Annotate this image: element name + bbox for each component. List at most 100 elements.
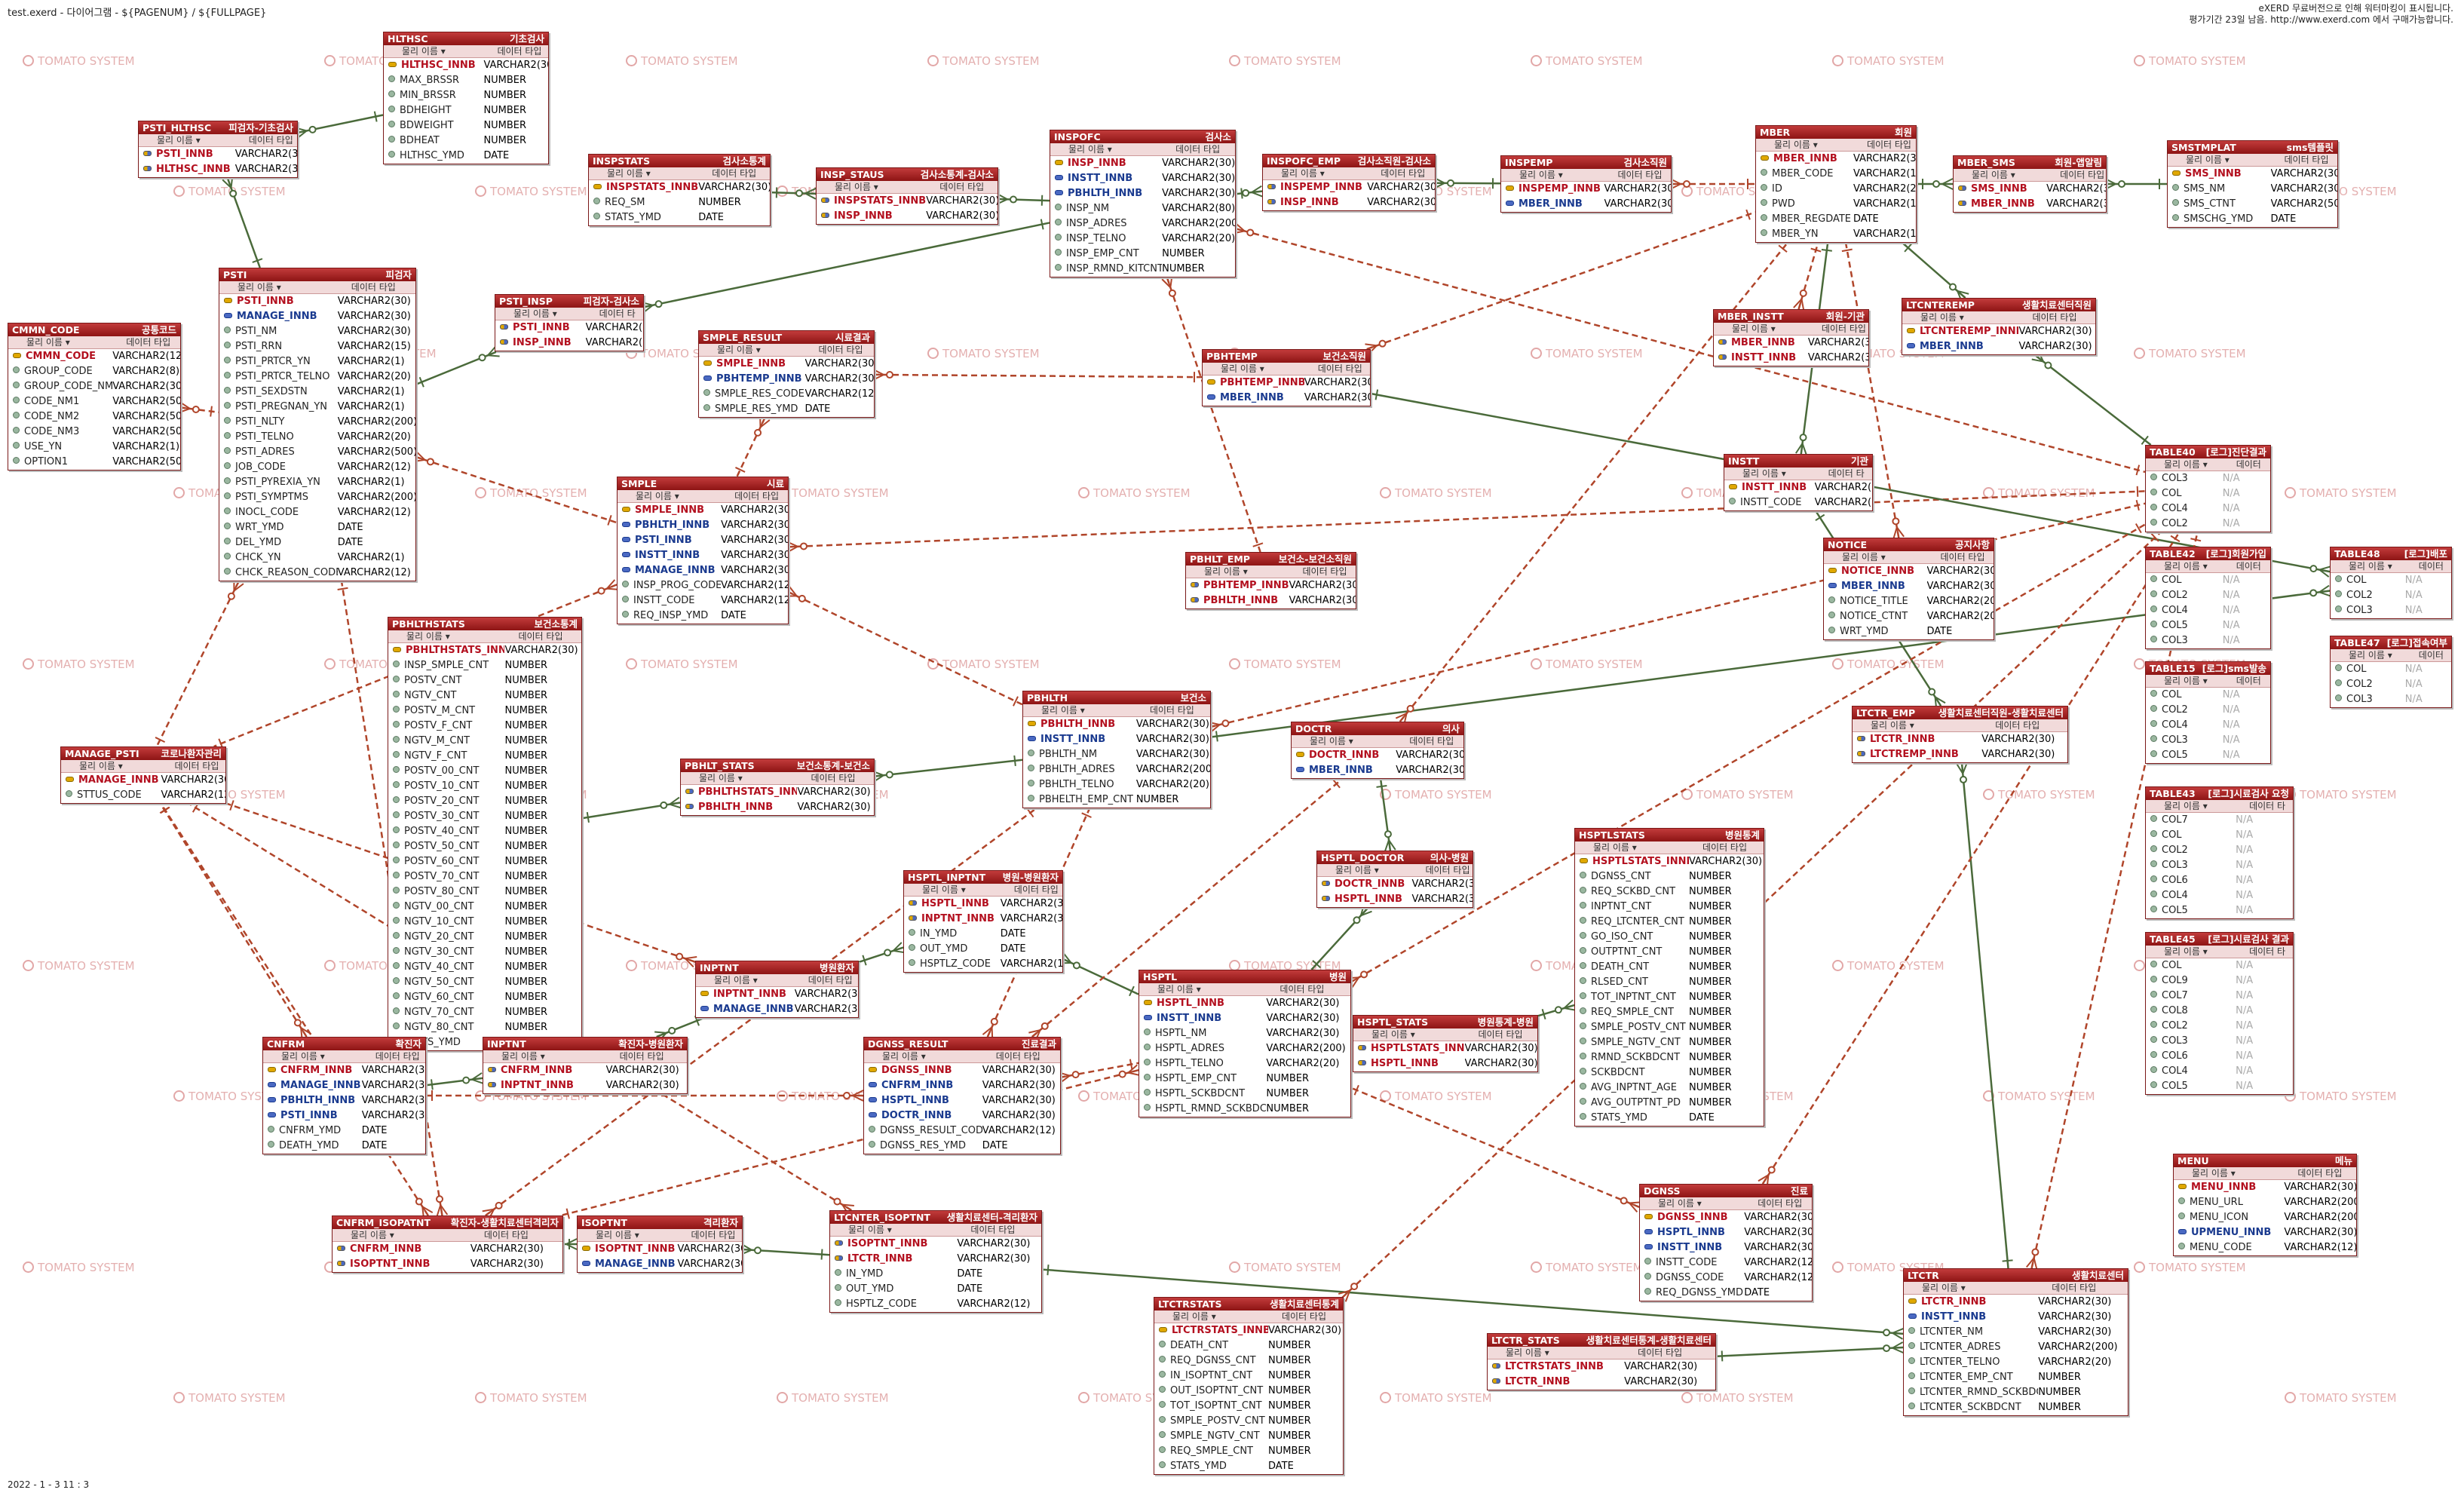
relationship-line[interactable] <box>1234 227 2146 474</box>
relationship-line[interactable] <box>872 373 1203 379</box>
relationship-line[interactable] <box>1960 762 2009 1269</box>
entity-header[interactable]: TABLE47[로그]접속여부 <box>2331 636 2451 649</box>
relationship-line[interactable] <box>1349 1086 1640 1208</box>
relationship-line[interactable] <box>1761 532 2181 1185</box>
relationship-line[interactable] <box>188 802 852 1212</box>
relationship-line[interactable] <box>1166 277 1261 553</box>
relationship-line[interactable] <box>1366 211 1756 351</box>
relationship-line[interactable] <box>1040 1268 1904 1335</box>
relationship-line[interactable] <box>1209 502 2146 728</box>
relationship-line[interactable] <box>1379 778 1392 851</box>
relationship-line[interactable] <box>414 455 618 524</box>
